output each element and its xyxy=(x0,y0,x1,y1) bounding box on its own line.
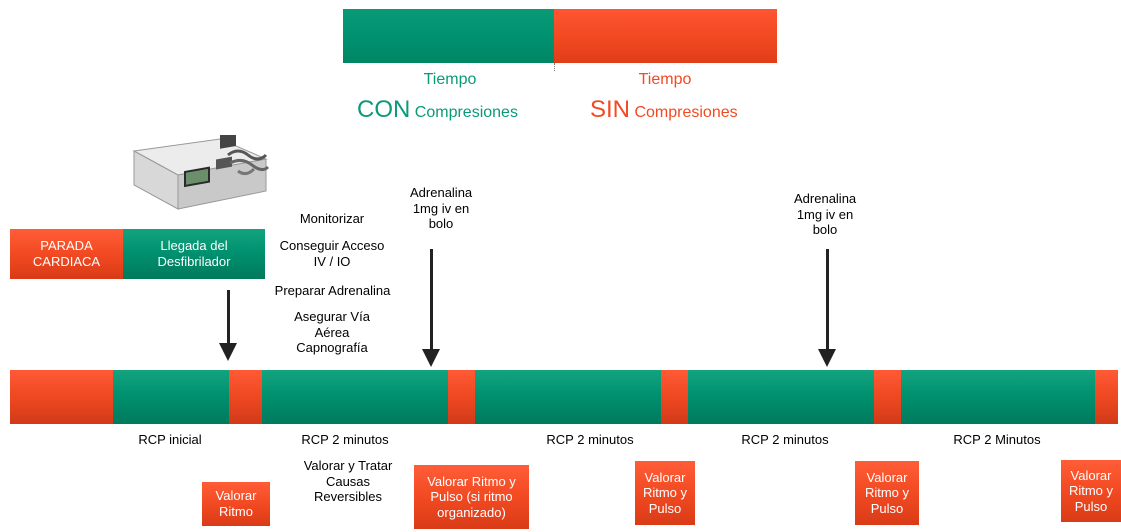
legend-sin-time: Tiempo xyxy=(638,71,692,88)
timeline-seg-red xyxy=(661,370,688,424)
cardiac-arrest-box: PARADA CARDIACA xyxy=(10,229,123,279)
assess-rhythm-pulse-box: Valorar Ritmo y Pulso xyxy=(855,461,919,525)
legend-sin-label: SIN Compresiones xyxy=(590,96,790,124)
arrow-shaft-adrenaline-1 xyxy=(430,249,433,351)
assess-rhythm-pulse-box: Valorar Ritmo y Pulso xyxy=(635,461,695,525)
phase-label: RCP inicial xyxy=(138,432,202,447)
legend-bar-sin xyxy=(554,9,777,63)
timeline-seg-red xyxy=(448,370,475,424)
timeline-seg-red xyxy=(10,370,113,424)
arrow-shaft-defib xyxy=(227,290,230,345)
phase-label: RCP 2 minutos xyxy=(301,432,389,447)
timeline-seg-green xyxy=(901,370,1095,424)
timeline-seg-red xyxy=(229,370,262,424)
timeline-seg-green xyxy=(113,370,229,424)
timeline-seg-red xyxy=(874,370,901,424)
assess-rhythm-box: Valorar Ritmo xyxy=(202,482,270,526)
legend-sin-small: Compresiones xyxy=(634,104,738,121)
legend-sin-big: SIN xyxy=(590,96,631,123)
task-airway: Asegurar Vía Aérea Capnografía xyxy=(294,309,370,356)
task-access: Conseguir Acceso IV / IO xyxy=(279,238,385,269)
defibrillator-icon xyxy=(132,135,270,210)
task-monitor: Monitorizar xyxy=(299,211,365,226)
arrow-head-adrenaline-2 xyxy=(818,349,836,367)
reversible-causes-text: Valorar y Tratar Causas Reversibles xyxy=(303,458,393,505)
arrow-head-adrenaline-1 xyxy=(422,349,440,367)
timeline-seg-green xyxy=(475,370,661,424)
defibrillator-arrival-box: Llegada del Desfibrilador xyxy=(123,229,265,279)
legend-con-time: Tiempo xyxy=(423,71,477,88)
legend-divider xyxy=(554,63,555,71)
adrenaline-label-2: Adrenalina 1mg iv en bolo xyxy=(794,191,857,238)
task-prep-adrenaline: Preparar Adrenalina xyxy=(274,283,391,298)
phase-label: RCP 2 Minutos xyxy=(953,432,1041,447)
phase-label: RCP 2 minutos xyxy=(741,432,829,447)
legend-bar-con xyxy=(343,9,554,63)
arrow-shaft-adrenaline-2 xyxy=(826,249,829,351)
assess-rhythm-pulse-box: Valorar Ritmo y Pulso (si ritmo organiza… xyxy=(414,465,529,529)
timeline-bar xyxy=(10,370,1118,424)
legend-con-label: CON Compresiones xyxy=(357,96,557,124)
assess-rhythm-pulse-box: Valorar Ritmo y Pulso xyxy=(1061,460,1121,522)
legend-con-small: Compresiones xyxy=(414,104,518,121)
arrow-head-defib xyxy=(219,343,237,361)
defibrillator-arrival-label: Llegada del Desfibrilador xyxy=(157,237,231,269)
timeline-seg-green xyxy=(262,370,448,424)
timeline-seg-green xyxy=(688,370,874,424)
adrenaline-label-1: Adrenalina 1mg iv en bolo xyxy=(410,185,473,232)
phase-label: RCP 2 minutos xyxy=(546,432,634,447)
timeline-seg-red xyxy=(1095,370,1118,424)
legend-con-big: CON xyxy=(357,96,411,123)
